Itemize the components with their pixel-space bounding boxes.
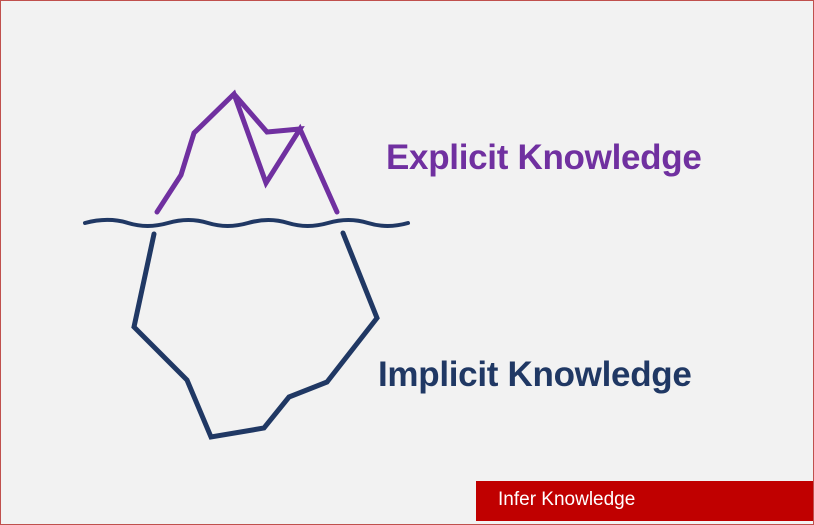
iceberg-body bbox=[131, 230, 380, 440]
iceberg-tip bbox=[154, 89, 340, 215]
implicit-knowledge-label: Implicit Knowledge bbox=[378, 355, 692, 394]
infer-knowledge-banner: Infer Knowledge bbox=[476, 481, 813, 521]
water-line bbox=[83, 218, 410, 228]
infer-knowledge-text: Infer Knowledge bbox=[498, 489, 636, 510]
explicit-knowledge-label: Explicit Knowledge bbox=[386, 138, 702, 177]
